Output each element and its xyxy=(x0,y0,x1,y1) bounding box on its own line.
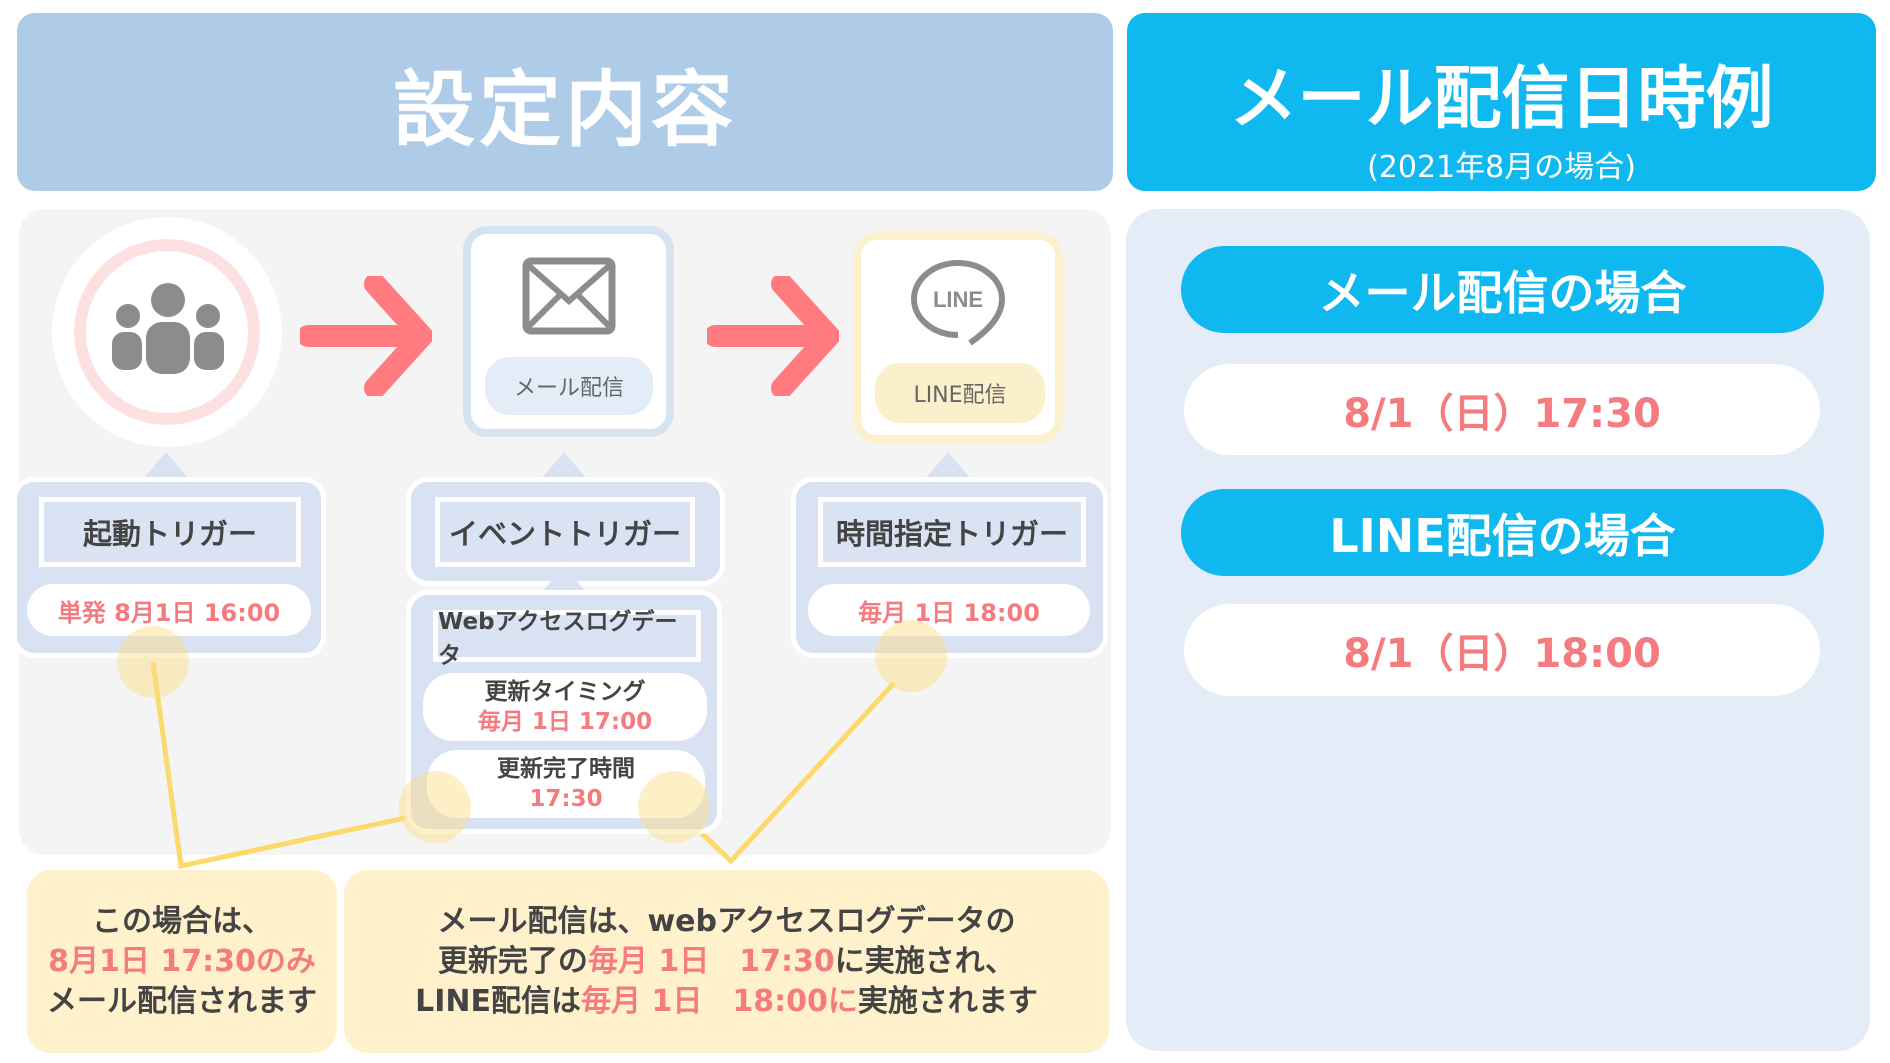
update-timing-label: 更新タイミング xyxy=(484,679,646,705)
note-line: LINE配信は毎月 1日 18:00に実施されます xyxy=(415,982,1038,1022)
update-timing-value: 毎月 1日 17:00 xyxy=(477,709,653,735)
svg-text:LINE: LINE xyxy=(933,287,983,312)
update-complete-value: 17:30 xyxy=(529,786,603,812)
users-icon xyxy=(112,283,224,374)
start-trigger-title: 起動トリガー xyxy=(39,497,301,567)
note-text: 更新完了の xyxy=(437,943,588,979)
line-tag: LINE配信 xyxy=(870,358,1050,428)
note-text: LINE配信は xyxy=(415,983,582,1019)
highlight-marker xyxy=(399,771,471,843)
connector-line-left xyxy=(150,661,406,870)
callout-notch xyxy=(144,452,188,478)
event-trigger-title: イベントトリガー xyxy=(435,497,695,567)
highlight-marker xyxy=(875,620,947,692)
update-complete: 更新完了時間 17:30 xyxy=(427,750,705,818)
note-line: この場合は、 xyxy=(92,903,272,939)
schedule-title: メール配信日時例 xyxy=(1229,60,1774,139)
callout-notch xyxy=(542,566,586,592)
update-complete-label: 更新完了時間 xyxy=(497,756,635,782)
line-logo-icon: LINE xyxy=(910,259,1006,346)
callout-notch xyxy=(926,452,970,478)
note-left: この場合は、 8月1日 17:30のみ メール配信されます xyxy=(27,870,337,1053)
note-text: 実施されます xyxy=(857,983,1038,1019)
schedule-header: メール配信日時例 (2021年8月の場合) xyxy=(1127,13,1876,191)
note-text: に実施され、 xyxy=(834,943,1016,979)
callout-notch xyxy=(542,452,586,478)
note-line: メール配信は、webアクセスログデータの xyxy=(437,903,1016,939)
settings-header: 設定内容 xyxy=(17,13,1113,191)
highlight-marker xyxy=(638,771,710,843)
mail-tag: メール配信 xyxy=(480,352,658,420)
line-case-label: LINE配信の場合 xyxy=(1181,489,1824,576)
note-highlight: 毎月 1日 18:00に xyxy=(581,983,858,1019)
web-data-title: Webアクセスログデータ xyxy=(433,609,701,669)
note-highlight: 毎月 1日 17:30 xyxy=(587,943,835,979)
time-trigger-value: 毎月 1日 18:00 xyxy=(808,584,1090,636)
time-trigger-box: 時間指定トリガー 毎月 1日 18:00 xyxy=(791,477,1108,658)
time-trigger-title: 時間指定トリガー xyxy=(818,497,1086,567)
start-trigger-box: 起動トリガー 単発 8月1日 16:00 xyxy=(12,477,326,658)
arrow-right-icon xyxy=(300,276,432,396)
update-timing: 更新タイミング 毎月 1日 17:00 xyxy=(423,673,707,741)
mail-case-label: メール配信の場合 xyxy=(1181,246,1824,333)
note-line: 更新完了の毎月 1日 17:30に実施され、 xyxy=(438,942,1015,982)
arrow-right-icon xyxy=(707,276,839,396)
start-trigger-value: 単発 8月1日 16:00 xyxy=(27,584,311,636)
schedule-subtitle: (2021年8月の場合) xyxy=(1367,150,1636,185)
mail-icon xyxy=(522,257,616,335)
note-line: メール配信されます xyxy=(47,983,317,1019)
line-case-value: 8/1（日）18:00 xyxy=(1184,604,1820,696)
web-data-box: Webアクセスログデータ 更新タイミング 毎月 1日 17:00 更新完了時間 … xyxy=(406,590,722,834)
mail-case-value: 8/1（日）17:30 xyxy=(1184,364,1820,455)
note-right: メール配信は、webアクセスログデータの 更新完了の毎月 1日 17:30に実施… xyxy=(344,870,1109,1053)
note-highlight: 8月1日 17:30のみ xyxy=(48,943,316,979)
highlight-marker xyxy=(117,626,189,698)
